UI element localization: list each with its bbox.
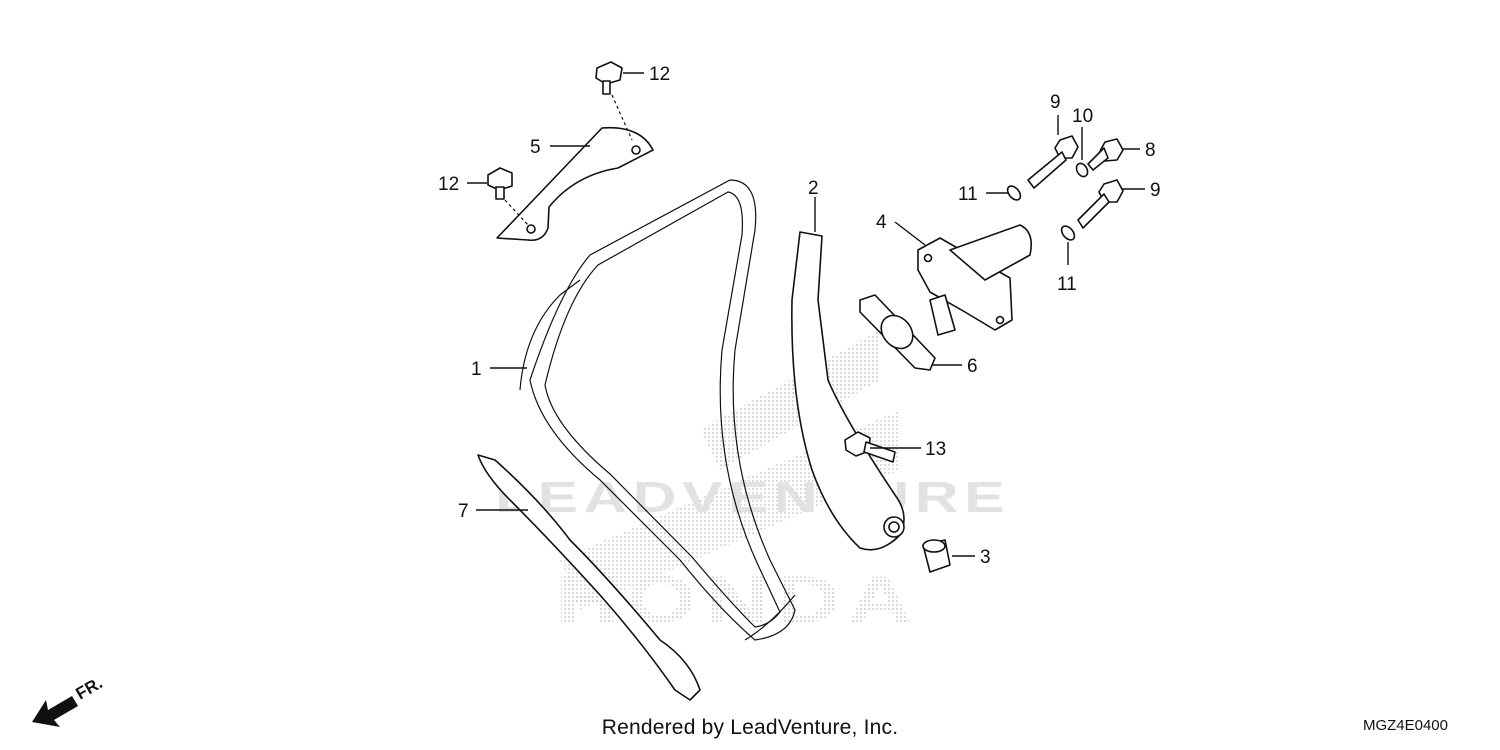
callout-6: 6	[967, 356, 978, 377]
part-6-gasket	[859, 294, 936, 371]
callout-8: 8	[1145, 140, 1156, 161]
callout-4: 4	[876, 212, 887, 233]
watermark-text: LEADVENTURE	[495, 473, 1010, 522]
part-11-washer-upper	[1006, 185, 1022, 201]
callout-5: 5	[530, 137, 541, 158]
part-10-washer	[1075, 162, 1089, 178]
callout-12-upper: 12	[649, 64, 670, 85]
part-9-bolt-upper	[1027, 135, 1079, 189]
callout-10: 10	[1072, 106, 1093, 127]
callout-7: 7	[458, 501, 469, 522]
part-1-cam-chain	[519, 179, 796, 641]
callout-9-lower: 9	[1150, 180, 1161, 201]
front-direction-indicator: FR.	[32, 673, 106, 727]
callout-3: 3	[980, 547, 991, 568]
callout-9-upper: 9	[1050, 92, 1061, 113]
callout-11-lower: 11	[1057, 274, 1077, 295]
part-12-bolt-lower	[487, 167, 513, 200]
part-3-collar	[922, 539, 951, 573]
callout-13: 13	[925, 439, 946, 460]
front-arrow-icon	[32, 696, 78, 727]
callout-12-lower: 12	[438, 174, 459, 195]
part-9-bolt-lower	[1077, 179, 1124, 229]
part-8-bolt	[1087, 138, 1124, 171]
callout-11-upper: 11	[958, 184, 978, 205]
part-5-guide-plate	[496, 126, 654, 242]
leader-lines	[467, 72, 1145, 557]
part-12-bolt-upper	[595, 61, 623, 95]
part-11-washer-lower	[1060, 225, 1076, 241]
part-13-bolt	[844, 431, 896, 463]
front-direction-label: FR.	[73, 673, 106, 703]
callout-2: 2	[808, 178, 819, 199]
watermark: HONDA LEADVENTURE	[495, 330, 1010, 636]
part-4-tensioner-lifter	[917, 224, 1033, 336]
callout-1: 1	[471, 359, 482, 380]
diagram-code: MGZ4E0400	[1362, 717, 1448, 734]
part-7-chain-guide	[477, 454, 701, 701]
render-credit: Rendered by LeadVenture, Inc.	[601, 716, 899, 739]
